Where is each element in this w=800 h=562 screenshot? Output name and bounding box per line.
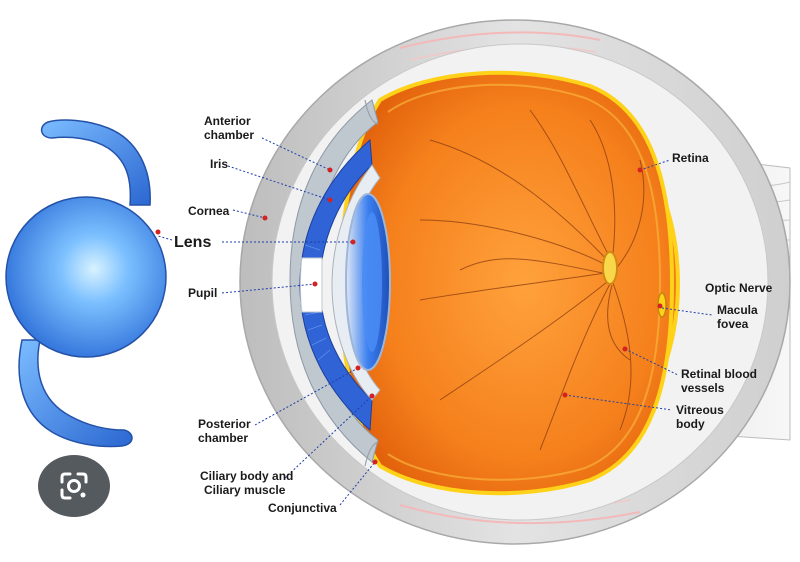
eyeball [239, 19, 791, 545]
right-edge-strip [792, 0, 800, 562]
label-vitreous-1: Vitreous [676, 403, 724, 417]
label-posterior-chamber-1: Posterior [198, 417, 251, 431]
label-retinal-vessels-1: Retinal blood [681, 367, 757, 381]
lens-optic [5, 196, 167, 358]
lens-search-icon [60, 472, 88, 500]
label-vitreous-2: body [676, 417, 705, 431]
vitreous-body [339, 70, 675, 496]
label-anterior-chamber-2: chamber [204, 128, 254, 142]
label-lens: Lens [174, 234, 211, 251]
label-optic-nerve: Optic Nerve [705, 281, 773, 295]
annotations [155, 137, 713, 506]
label-retinal-vessels-2: vessels [681, 381, 725, 395]
iris [299, 138, 373, 432]
labels: Anterior chamber Iris Cornea Lens Pupil … [174, 114, 773, 515]
label-conjunctiva: Conjunctiva [268, 501, 337, 515]
pupil [300, 257, 323, 313]
label-iris: Iris [210, 157, 228, 171]
label-posterior-chamber-2: chamber [198, 431, 248, 445]
label-retina: Retina [672, 151, 709, 165]
upper-haptic [40, 119, 151, 206]
label-pupil: Pupil [188, 286, 217, 300]
label-macula-2: fovea [717, 317, 749, 331]
label-cornea: Cornea [188, 204, 230, 218]
intraocular-lens [5, 119, 167, 448]
label-macula-1: Macula [717, 303, 758, 317]
label-ciliary-2: Ciliary muscle [204, 483, 286, 497]
optic-disc [602, 251, 618, 285]
label-ciliary-1: Ciliary body and [200, 469, 293, 483]
retinal-vessels [419, 109, 645, 451]
lens-search-button[interactable] [38, 455, 110, 517]
lower-haptic [18, 339, 133, 448]
label-anterior-chamber-1: Anterior [204, 114, 251, 128]
